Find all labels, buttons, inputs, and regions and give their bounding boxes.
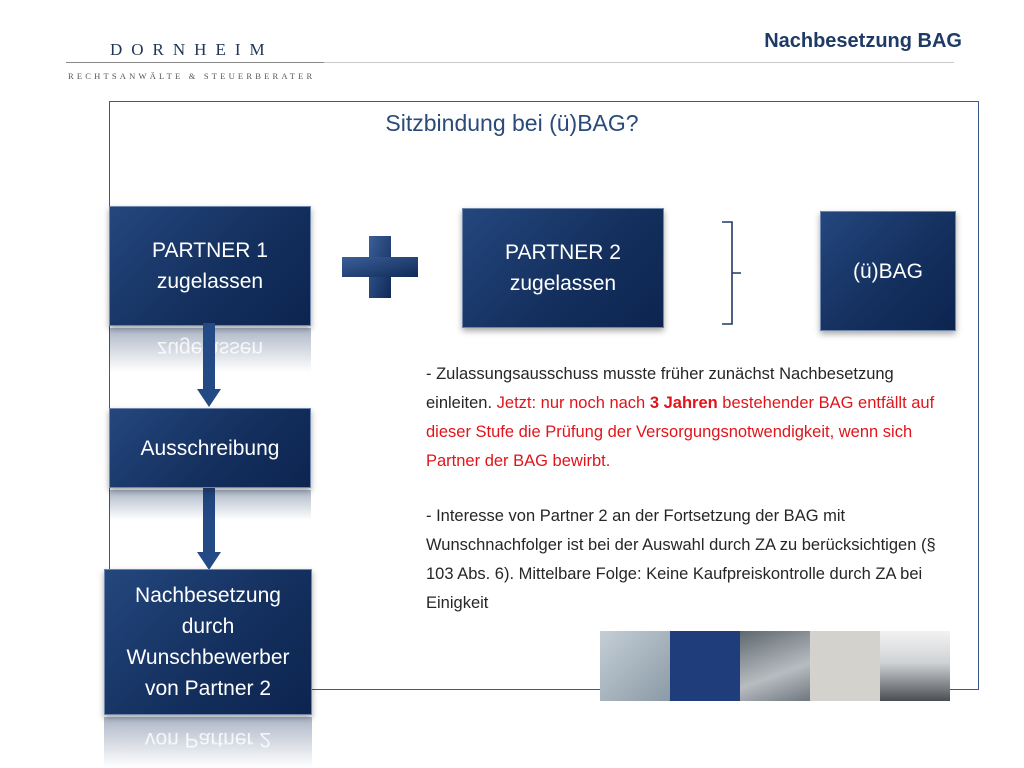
partner2-label: PARTNER 2 — [505, 241, 621, 264]
logo-wordmark: DORNHEIM — [110, 40, 274, 59]
grey-panel-image — [810, 631, 880, 701]
blue-panel-image — [670, 631, 740, 701]
highlight-red: Jetzt: nur noch nach 3 Jahren bestehende… — [426, 394, 935, 470]
ausschreibung-box: Ausschreibung — [109, 408, 311, 488]
nachbesetzung-line4: von Partner 2 — [144, 677, 272, 700]
slide-title: Sitzbindung bei (ü)BAG? — [385, 110, 639, 136]
nachbesetzung-box: Nachbesetzung durch Wunschbewerber von P… — [104, 569, 312, 715]
partner1-box: PARTNER 1 zugelassen — [109, 206, 311, 326]
law-text-image — [740, 631, 810, 701]
header-divider — [66, 62, 954, 63]
nachbesetzung-line1: Nachbesetzung — [135, 584, 281, 607]
nachbesetzung-reflection: von Partner 2 — [104, 717, 312, 768]
partner2-status: zugelassen — [509, 272, 617, 295]
letterhead-image — [600, 631, 670, 701]
logo-tagline: RECHTSANWÄLTE & STEUERBERATER — [68, 71, 316, 81]
paragraph-2: - Interesse von Partner 2 an der Fortset… — [426, 507, 936, 612]
plus-icon — [342, 236, 418, 298]
explanation-text: - Zulassungsausschuss musste früher zunä… — [426, 360, 966, 618]
bracket-connector — [722, 221, 741, 325]
ausschreibung-reflection — [109, 490, 311, 520]
partner2-box: PARTNER 2 zugelassen — [462, 208, 664, 328]
partner1-label: PARTNER 1 — [152, 239, 268, 262]
arrow-down-icon — [197, 323, 221, 407]
content-frame — [109, 101, 979, 690]
paragraph-1: - Zulassungsausschuss musste früher zunä… — [426, 365, 935, 470]
page-title: Nachbesetzung BAG — [764, 30, 962, 52]
nachbesetzung-line3: Wunschbewerber — [126, 646, 290, 669]
nachbesetzung-line2: durch — [181, 615, 235, 638]
partner1-status: zugelassen — [156, 270, 264, 293]
logo-underline — [66, 62, 324, 63]
ubag-box: (ü)BAG — [820, 211, 956, 331]
binders-image — [880, 631, 950, 701]
arrow-down-icon — [197, 486, 221, 570]
image-strip — [600, 631, 950, 701]
